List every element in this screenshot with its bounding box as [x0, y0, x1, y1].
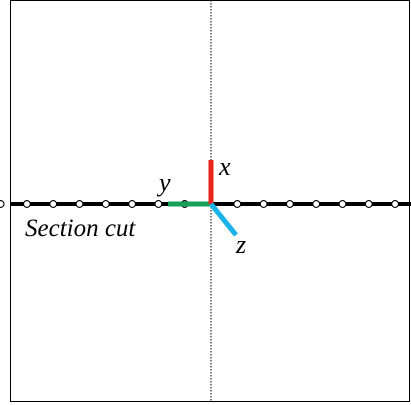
member-node — [22, 200, 31, 208]
member-node — [364, 200, 373, 208]
member-node — [49, 200, 58, 208]
member-node — [312, 200, 321, 208]
x-axis-label: x — [218, 152, 231, 181]
member-node — [154, 200, 163, 208]
member-node — [128, 200, 137, 208]
member-node — [259, 200, 268, 208]
member-node — [0, 200, 5, 208]
y-axis-label: y — [156, 168, 171, 197]
member-node — [101, 200, 110, 208]
member-node — [391, 200, 400, 208]
member-node — [338, 200, 347, 208]
plot-frame — [10, 0, 410, 402]
z-axis-label: z — [235, 230, 246, 259]
member-node — [75, 200, 84, 208]
section-cut-label: Section cut — [25, 215, 136, 242]
member-node — [285, 200, 294, 208]
z-axis-arrow — [209, 202, 238, 237]
member-node — [233, 200, 242, 208]
